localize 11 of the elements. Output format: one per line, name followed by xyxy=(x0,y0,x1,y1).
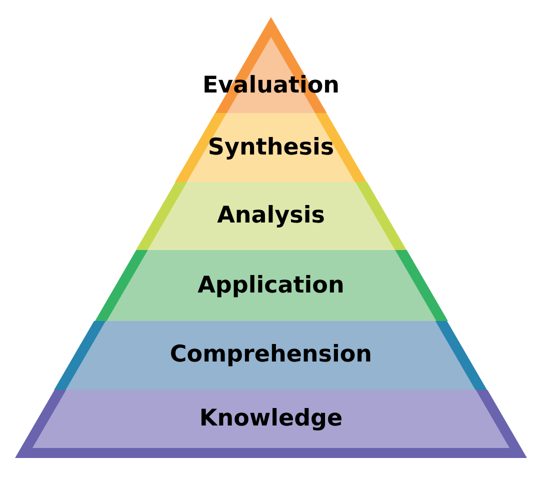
tier-label: Knowledge xyxy=(199,408,343,430)
tier-label: Analysis xyxy=(217,204,325,228)
pyramid-tier xyxy=(136,182,406,250)
pyramid-tier xyxy=(54,321,488,390)
pyramid-tier xyxy=(94,250,448,321)
tier-label: Synthesis xyxy=(208,136,334,160)
tier-label: Application xyxy=(198,274,344,298)
pyramid-tier xyxy=(175,113,367,182)
tier-label: Comprehension xyxy=(170,344,372,366)
pyramid-tier xyxy=(15,390,527,458)
tier-label: Evaluation xyxy=(202,74,340,98)
